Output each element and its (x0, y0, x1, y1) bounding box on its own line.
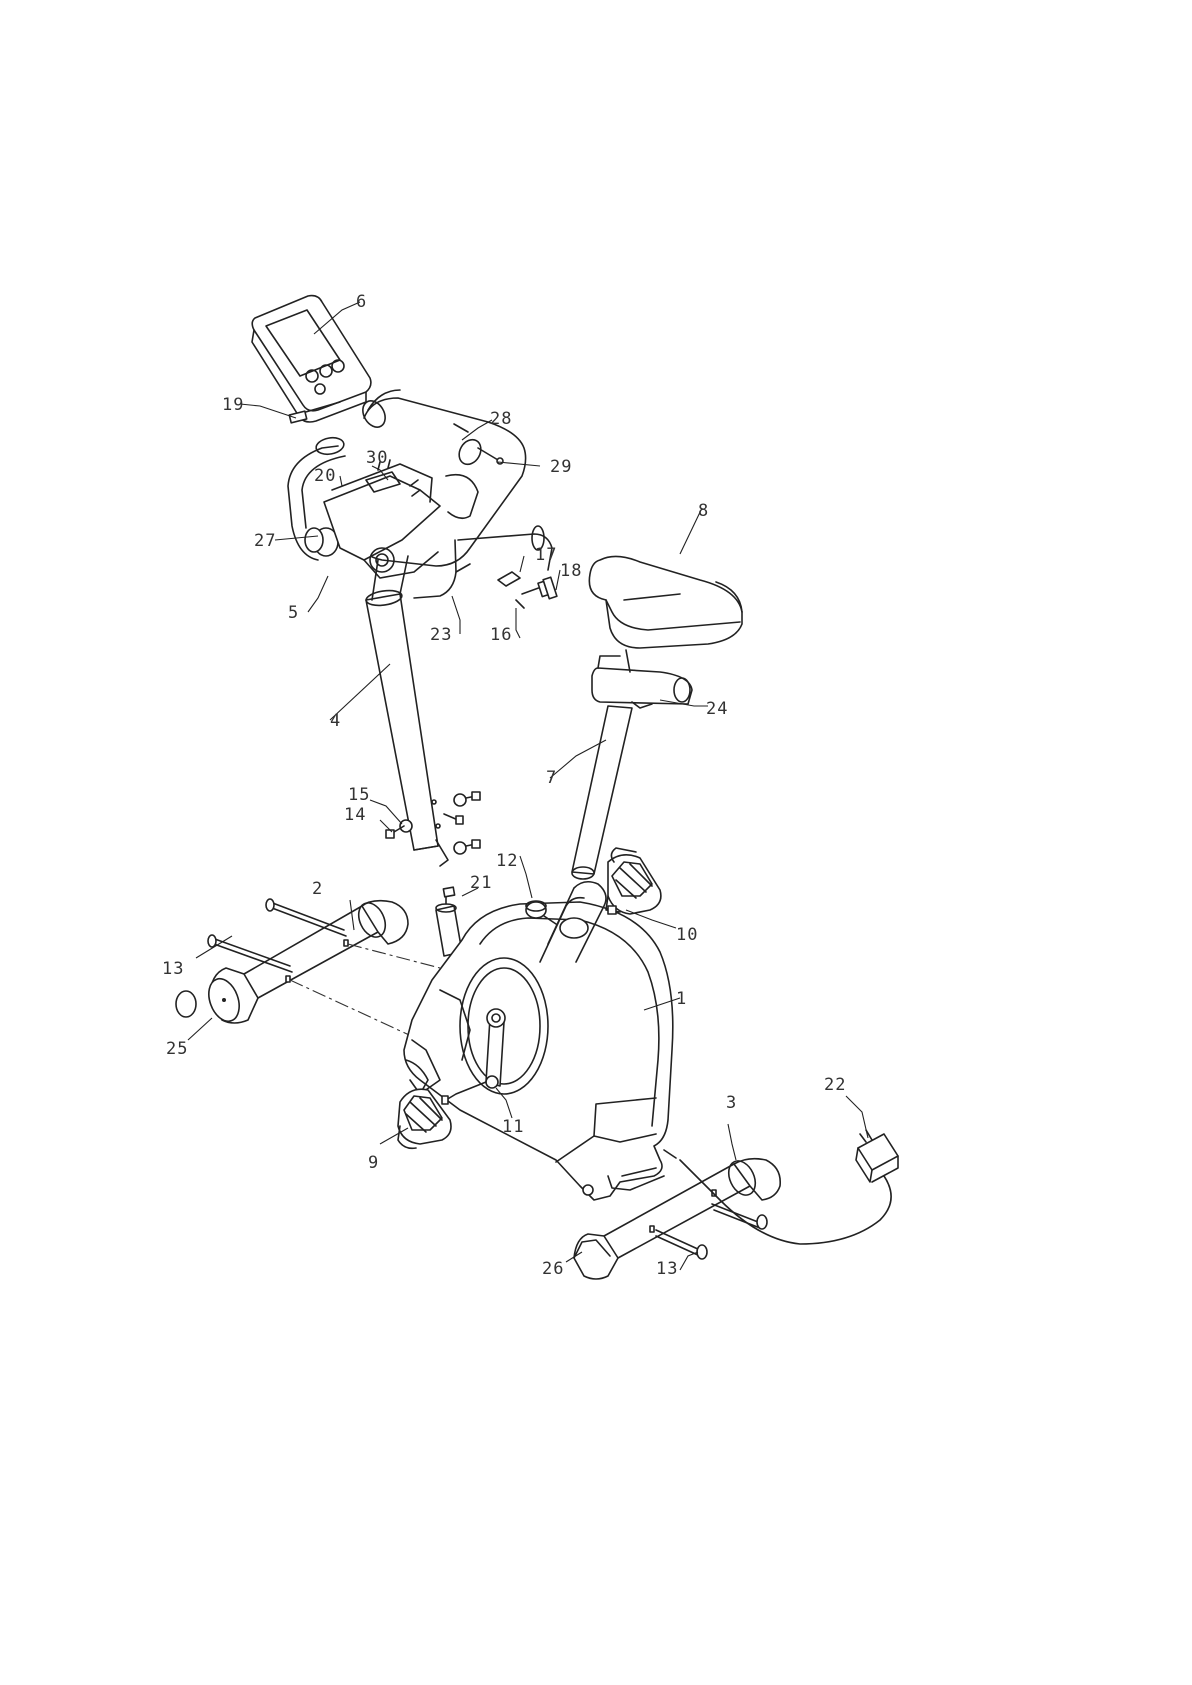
label-part-14: 14 (344, 805, 366, 825)
part-24-seat-slider (592, 650, 692, 708)
label-part-10: 10 (676, 925, 698, 945)
label-part-7: 7 (546, 768, 557, 788)
label-part-24: 24 (706, 699, 728, 719)
part-9-left-pedal (398, 1089, 451, 1148)
part-22-power-adapter (680, 1130, 898, 1244)
part-23-pulse-wire (414, 540, 470, 598)
label-part-8: 8 (698, 501, 709, 521)
label-part-29: 29 (550, 457, 572, 477)
label-part-3: 3 (726, 1093, 737, 1113)
label-part-25: 25 (166, 1039, 188, 1059)
label-part-1: 1 (676, 989, 687, 1009)
label-part-16: 16 (490, 625, 512, 645)
label-part-19: 19 (222, 395, 244, 415)
label-part-27: 27 (254, 531, 276, 551)
part-2-front-stabilizer (176, 899, 408, 1026)
label-part-28: 28 (490, 409, 512, 429)
label-part-22: 22 (824, 1075, 846, 1095)
label-part-23: 23 (430, 625, 452, 645)
part-7-seat-post (572, 706, 632, 879)
part-10-right-pedal (606, 848, 661, 914)
label-part-9: 9 (368, 1153, 379, 1173)
label-part-15: 15 (348, 785, 370, 805)
label-part-18: 18 (560, 561, 582, 581)
part-6-console (252, 296, 371, 422)
part-16-17-18-fasteners (498, 572, 557, 608)
label-part-6: 6 (356, 292, 367, 312)
label-part-4: 4 (330, 711, 341, 731)
label-part-21: 21 (470, 873, 492, 893)
part-13-rear-bolts (656, 1204, 767, 1259)
label-part-30: 30 (366, 448, 388, 468)
label-part-12: 12 (496, 851, 518, 871)
label-part-17: 17 (535, 545, 557, 565)
label-part-13-front: 13 (162, 959, 184, 979)
label-part-26: 26 (542, 1259, 564, 1279)
label-part-5: 5 (288, 603, 299, 623)
label-part-20: 20 (314, 466, 336, 486)
label-part-2: 2 (312, 879, 323, 899)
part-labels: 6 19 28 29 30 20 27 5 8 17 18 23 16 4 24… (162, 292, 846, 1279)
part-1-main-frame (404, 882, 676, 1200)
label-part-13-rear: 13 (656, 1259, 678, 1279)
part-8-saddle (589, 556, 742, 648)
label-part-11: 11 (502, 1117, 524, 1137)
